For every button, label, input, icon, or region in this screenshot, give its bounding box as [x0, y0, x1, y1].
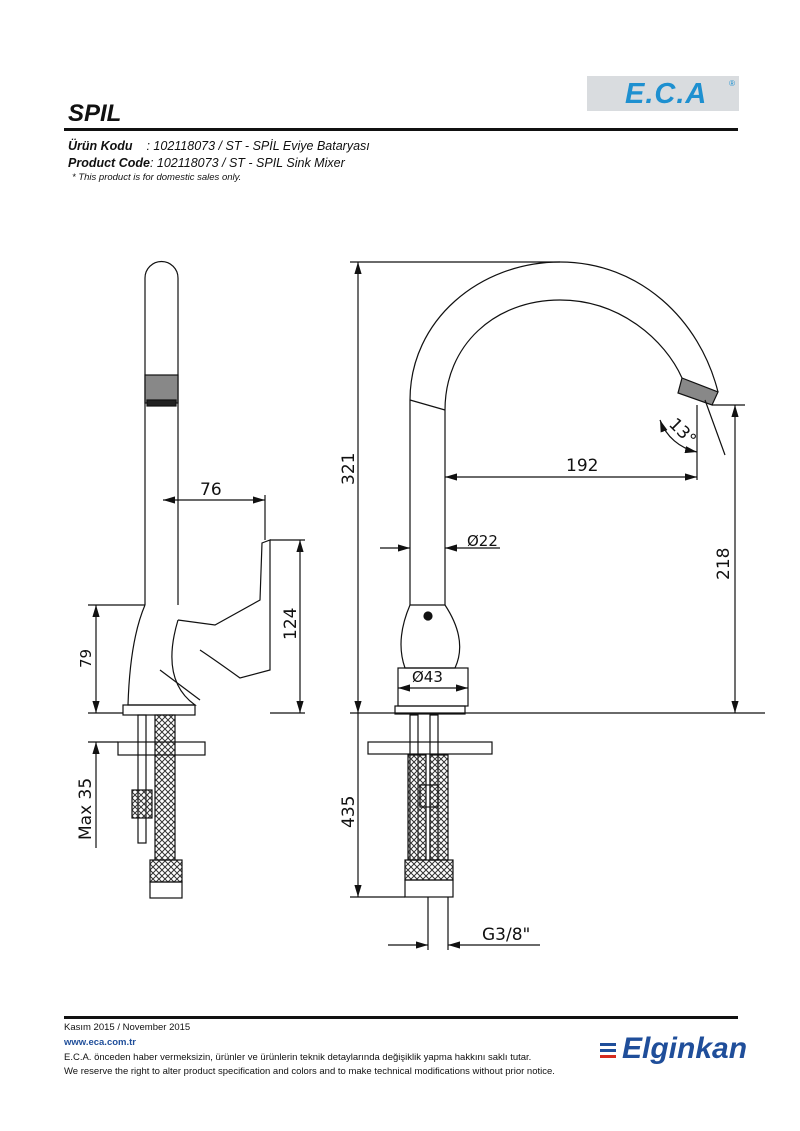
header-divider	[64, 128, 738, 131]
dim-79: 79	[77, 649, 95, 668]
front-view	[350, 261, 765, 950]
registered-mark: ®	[729, 79, 735, 88]
page-title: SPIL	[68, 100, 122, 127]
footer-disclaimer-tr: E.C.A. önceden haber vermeksizin, ürünle…	[64, 1052, 532, 1063]
urun-kodu-value: : 102118073 / ST - SPİL Eviye Bataryası	[146, 139, 370, 153]
dim-192: 192	[566, 456, 598, 476]
dim-max35: Max 35	[76, 778, 96, 840]
product-code-value: : 102118073 / ST - SPIL Sink Mixer	[149, 156, 345, 170]
dim-g38: G3/8"	[482, 925, 530, 945]
dim-13-deg: 13°	[664, 414, 699, 449]
dim-218: 218	[714, 548, 734, 580]
side-view	[88, 260, 305, 899]
dim-43: Ø43	[412, 668, 443, 686]
product-code-line: Product Code: 102118073 / ST - SPIL Sink…	[68, 156, 345, 170]
dim-435: 435	[339, 796, 359, 828]
urun-kodu-line: Ürün Kodu : 102118073 / ST - SPİL Eviye …	[68, 139, 370, 153]
logo-text: E.C.A	[625, 78, 708, 110]
dim-321: 321	[339, 453, 359, 485]
elginkan-mark-icon	[600, 1040, 616, 1061]
elginkan-text: Elginkan	[622, 1032, 748, 1065]
elginkan-logo: Elginkan	[600, 1032, 747, 1066]
footer-divider	[64, 1016, 738, 1019]
footer-url[interactable]: www.eca.com.tr	[64, 1037, 136, 1048]
dim-22: Ø22	[467, 532, 498, 550]
footer-date: Kasım 2015 / November 2015	[64, 1022, 191, 1033]
footer-disclaimer-en: We reserve the right to alter product sp…	[64, 1066, 555, 1077]
dim-76: 76	[200, 480, 222, 500]
product-code-label: Product Code	[68, 156, 150, 170]
urun-kodu-label: Ürün Kodu	[68, 139, 133, 153]
domestic-note: * This product is for domestic sales onl…	[72, 172, 242, 183]
eca-logo: E.C.A ®	[587, 76, 739, 111]
dim-124: 124	[281, 608, 301, 640]
